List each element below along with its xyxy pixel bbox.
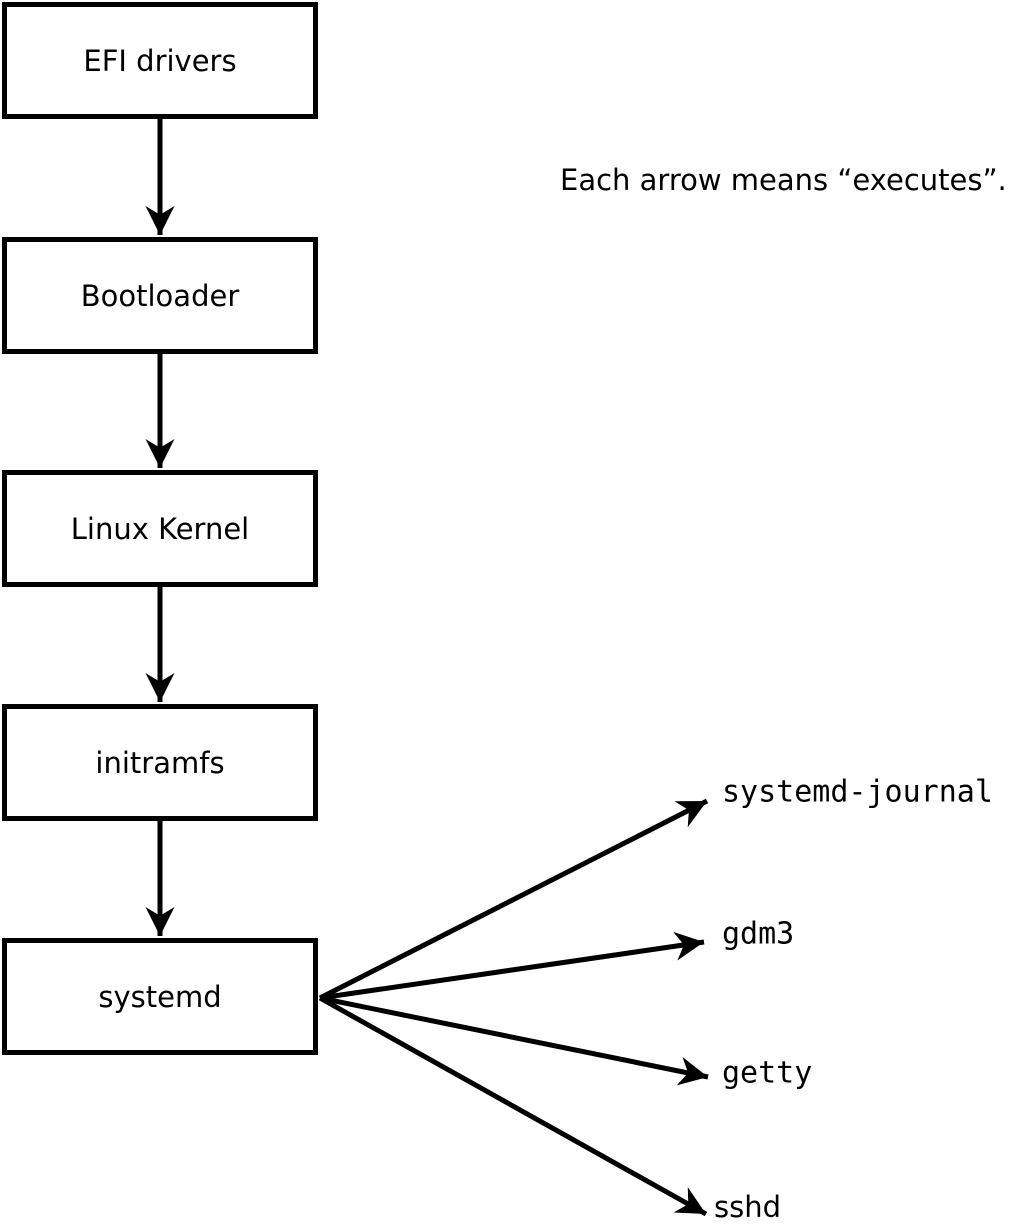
annotation-arrow-meaning: Each arrow means “executes”. xyxy=(560,163,1007,197)
target-label-gdm3: gdm3 xyxy=(722,916,795,952)
target-label-getty: getty xyxy=(722,1055,813,1091)
node-label: initramfs xyxy=(95,745,225,780)
target-label-systemd-journal: systemd-journal xyxy=(722,774,993,810)
node-bootloader: Bootloader xyxy=(2,237,318,354)
node-linux-kernel: Linux Kernel xyxy=(2,470,318,587)
node-label: systemd xyxy=(98,979,222,1014)
node-label: Bootloader xyxy=(80,278,240,313)
node-efi-drivers: EFI drivers xyxy=(2,2,318,119)
node-label: EFI drivers xyxy=(83,43,237,78)
node-label: Linux Kernel xyxy=(70,511,250,546)
arrow-systemd-to-gdm3 xyxy=(319,931,705,1001)
node-systemd: systemd xyxy=(2,938,318,1055)
node-initramfs: initramfs xyxy=(2,704,318,821)
arrow-systemd-to-journal xyxy=(318,798,709,1001)
arrow-systemd-to-getty xyxy=(319,995,709,1086)
arrow-systemd-to-sshd xyxy=(318,995,708,1217)
target-label-sshd: sshd xyxy=(714,1190,782,1224)
